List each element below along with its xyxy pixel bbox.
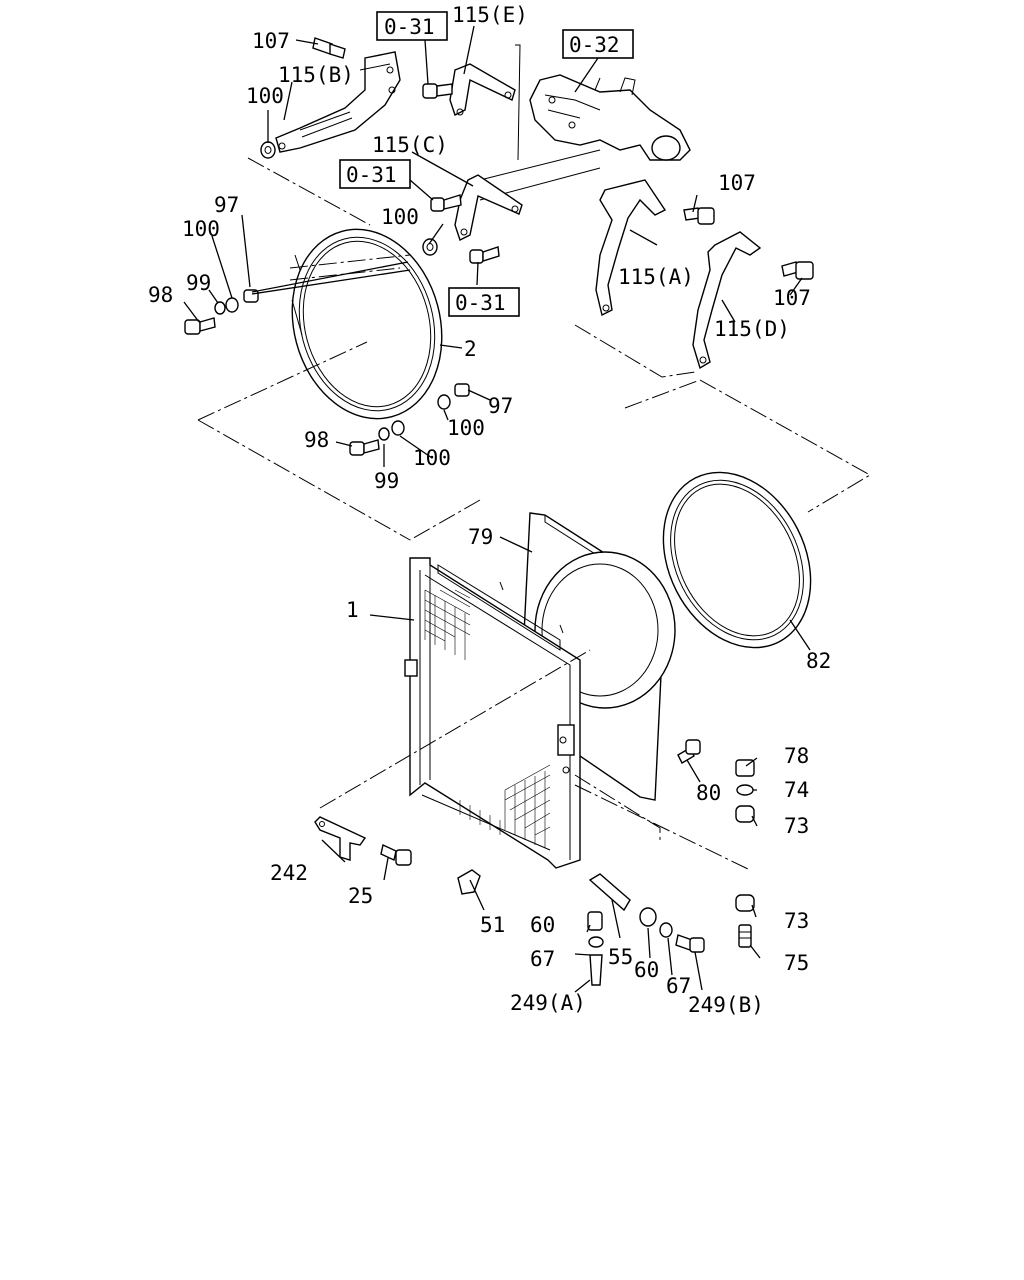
label-115e: 115(E) [452, 3, 528, 27]
label-25: 25 [348, 884, 373, 908]
radiator-fin-hatching [424, 589, 551, 848]
bolt-107-right-upper [683, 207, 715, 225]
washer-67-right [659, 922, 673, 938]
label-100: 100 [381, 205, 419, 229]
label-60: 60 [530, 913, 555, 937]
label-60: 60 [634, 958, 659, 982]
label-51: 51 [480, 913, 505, 937]
svg-text:0-31: 0-31 [455, 291, 506, 315]
svg-text:0-32: 0-32 [569, 33, 620, 57]
label-67: 67 [666, 974, 691, 998]
hose-pipe-55 [588, 873, 631, 912]
bushing-60-left [587, 911, 603, 931]
leader-lines [183, 25, 811, 993]
washer-67-left [588, 936, 604, 948]
label-99: 99 [186, 271, 211, 295]
washer-99-left [214, 301, 226, 315]
bracket-115c [454, 174, 523, 241]
connector-249b [675, 934, 705, 953]
bolt-98-right [349, 439, 380, 456]
label-98: 98 [304, 428, 329, 452]
washer-99-right [378, 427, 390, 441]
label-100: 100 [447, 416, 485, 440]
label-80: 80 [696, 781, 721, 805]
bracket-115e [449, 63, 516, 116]
label-2: 2 [464, 337, 477, 361]
bolt-98-left [184, 317, 216, 335]
label-115b: 115(B) [278, 63, 354, 87]
drain-cock-51 [457, 869, 481, 895]
washer-100-right-lower [391, 420, 405, 436]
part-labels: 107 115(E) 115(B) 100 115(C) 107 97 100 … [148, 3, 831, 1017]
label-74: 74 [784, 778, 809, 802]
washer-100-left [225, 297, 239, 313]
label-107: 107 [252, 29, 290, 53]
label-73: 73 [784, 814, 809, 838]
bolt-107-right-lower [781, 261, 814, 280]
label-249b: 249(B) [688, 993, 764, 1017]
label-97: 97 [488, 394, 513, 418]
bracket-242 [314, 816, 367, 861]
washer-100-middle [422, 238, 438, 256]
fan-ring-gasket-82 [662, 471, 812, 649]
label-67: 67 [530, 947, 555, 971]
svg-text:0-31: 0-31 [384, 15, 435, 39]
rubber-bushing-97-right [454, 383, 470, 397]
label-100: 100 [246, 84, 284, 108]
ref-box-0-31-middle[interactable]: 0-31 [339, 159, 411, 189]
bolt-0-31-top [422, 83, 453, 99]
label-97: 97 [214, 193, 239, 217]
bolt-0-31-lower [469, 246, 500, 264]
label-242: 242 [270, 861, 308, 885]
label-75: 75 [784, 951, 809, 975]
bracket-115a [595, 179, 667, 317]
bolt-80 [677, 739, 701, 764]
washer-74 [736, 784, 754, 796]
label-82: 82 [806, 649, 831, 673]
label-107: 107 [718, 171, 756, 195]
ref-box-0-31-top[interactable]: 0-31 [376, 11, 448, 41]
label-79: 79 [468, 525, 493, 549]
label-115c: 115(C) [372, 133, 448, 157]
ref-box-0-31-lower[interactable]: 0-31 [448, 287, 520, 317]
label-115a: 115(A) [618, 265, 694, 289]
bracket-115b [275, 51, 401, 153]
label-100: 100 [182, 217, 220, 241]
label-55: 55 [608, 945, 633, 969]
water-outlet-housing [529, 74, 691, 161]
bolt-25 [380, 844, 412, 866]
label-100: 100 [413, 446, 451, 470]
label-1: 1 [346, 598, 359, 622]
bolt-107-top-left [312, 37, 346, 59]
label-249a: 249(A) [510, 991, 586, 1015]
label-98: 98 [148, 283, 173, 307]
svg-text:0-31: 0-31 [346, 163, 397, 187]
connector-249a [589, 954, 603, 986]
washer-100-right-upper [437, 394, 451, 410]
label-73: 73 [784, 909, 809, 933]
bolt-75 [738, 924, 752, 948]
washer-100-top [260, 141, 276, 159]
cushion-73-lower [735, 894, 755, 912]
radiator-core-1 [319, 557, 751, 871]
label-78: 78 [784, 744, 809, 768]
label-107: 107 [773, 286, 811, 310]
cushion-73-upper [735, 805, 755, 823]
bolt-0-31-middle [430, 194, 462, 212]
label-115d: 115(D) [714, 317, 790, 341]
label-99: 99 [374, 469, 399, 493]
ref-box-0-32[interactable]: 0-32 [562, 29, 634, 59]
bushing-60-right [639, 907, 657, 927]
bracket-115d [692, 231, 762, 370]
